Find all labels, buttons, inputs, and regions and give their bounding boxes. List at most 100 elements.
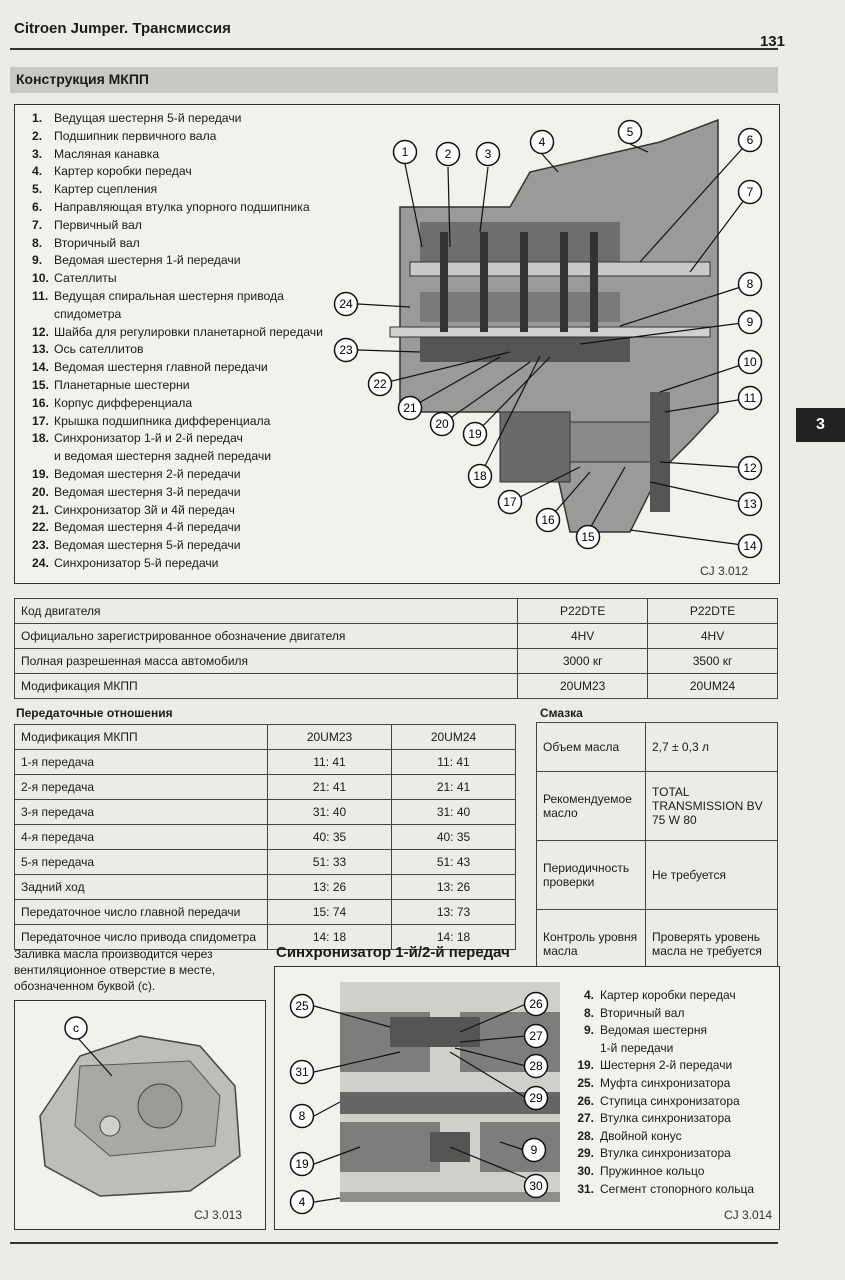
callout-number: 8 — [299, 1109, 306, 1123]
part-label: Ведомая шестерня 3-й передачи — [54, 484, 241, 499]
part-label: Масляная канавка — [54, 146, 160, 161]
sync-part-item: 9.Ведомая шестерня — [572, 1022, 754, 1040]
callout-circle — [429, 411, 455, 437]
callout-circle — [523, 1053, 549, 1079]
sync-part-item: 1-й передачи — [572, 1040, 754, 1058]
header-rule — [10, 48, 778, 50]
part-number: 8. — [32, 235, 43, 250]
cell-value: 40: 35 — [391, 824, 516, 850]
part-label: Синхронизатор 3й и 4й передач — [54, 502, 235, 517]
callout-number: 30 — [529, 1179, 543, 1193]
part-label: Сегмент стопорного кольца — [600, 1181, 754, 1196]
part-label: Сателлиты — [54, 271, 117, 286]
part-item: 19.Ведомая шестерня 2-й передачи — [32, 466, 323, 484]
cell-value: 51: 43 — [391, 849, 516, 875]
sync-caption: CJ 3.014 — [724, 1208, 773, 1222]
cell-value: P22DTE — [647, 598, 778, 624]
callout-circle — [475, 141, 501, 167]
part-item: 18.Синхронизатор 1-й и 2-й передач — [32, 430, 323, 448]
row-label: 4-я передача — [14, 824, 268, 850]
row-label: 5-я передача — [14, 849, 268, 875]
callout-number: 22 — [373, 377, 387, 391]
callout-circle — [392, 139, 418, 165]
callout-number: 7 — [747, 185, 754, 199]
figure1-caption: CJ 3.012 — [700, 564, 749, 578]
part-item: 23.Ведомая шестерня 5-й передачи — [32, 537, 323, 555]
part-number: 9. — [32, 253, 43, 268]
callout-circle — [737, 491, 763, 517]
part-label: Ступица синхронизатора — [600, 1093, 740, 1108]
callout-number: 20 — [435, 417, 449, 431]
callout-circle — [289, 1103, 315, 1129]
part-label: Картер сцепления — [54, 182, 158, 197]
part-number: 6. — [32, 199, 43, 214]
row-label: Объем масла — [536, 722, 646, 772]
callout-circle — [737, 179, 763, 205]
sync-part-item: 27.Втулка синхронизатора — [572, 1110, 754, 1128]
callout-circle — [521, 1137, 547, 1163]
cell-value: 40: 35 — [267, 824, 392, 850]
part-label: Ведомая шестерня главной передачи — [54, 360, 268, 375]
part-label: Ведомая шестерня 1-й передачи — [54, 253, 241, 268]
part-number: 15. — [32, 377, 49, 392]
part-number: 12. — [32, 324, 49, 339]
callout-number: 24 — [339, 297, 353, 311]
part-label: Ведущая спиральная шестерня привода — [54, 288, 284, 303]
callout-number: 15 — [581, 530, 595, 544]
part-number: 24. — [32, 555, 49, 570]
callout-number: 29 — [529, 1091, 543, 1105]
callout-number: 6 — [747, 133, 754, 147]
part-item: 7.Первичный вал — [32, 217, 323, 235]
part-item: 20. Ведомая шестерня 3-й передачи — [32, 484, 323, 502]
part-label: Планетарные шестерни — [54, 377, 190, 392]
part-number: 10. — [32, 271, 49, 286]
callout-circle — [737, 385, 763, 411]
part-number: 25. — [577, 1075, 594, 1090]
part-number: 29. — [577, 1146, 594, 1161]
part-number: 8. — [583, 1005, 594, 1020]
table-row: Официально зарегистрированное обозначени… — [13, 623, 778, 649]
part-number: 28. — [577, 1128, 594, 1143]
part-item: 16.Корпус дифференциала — [32, 395, 323, 413]
row-label: Передаточное число привода спидометра — [14, 924, 268, 950]
callout-circle — [333, 337, 359, 363]
callout-number: 26 — [529, 997, 543, 1011]
part-item: спидометра — [32, 306, 323, 324]
callout-number: 10 — [743, 355, 757, 369]
callout-circle — [535, 507, 561, 533]
cell-value: 3500 кг — [647, 648, 778, 674]
sync-part-item: 31.Сегмент стопорного кольца — [572, 1181, 754, 1199]
footer-rule — [10, 1242, 778, 1244]
part-number: 17. — [32, 413, 49, 428]
part-number: 20. — [32, 484, 49, 499]
callout-number: 19 — [468, 427, 482, 441]
part-item: 21.Синхронизатор 3й и 4й передач — [32, 502, 323, 520]
part-number: 22. — [32, 520, 49, 535]
row-label: 3-я передача — [14, 799, 268, 825]
sync-part-item: 19.Шестерня 2-й передачи — [572, 1057, 754, 1075]
cell-value: 2,7 ± 0,3 л — [645, 722, 778, 772]
part-number: 4. — [583, 988, 594, 1002]
cell-value: 13: 26 — [391, 874, 516, 900]
sync-title: Синхронизатор 1-й/2-й передач — [276, 944, 510, 961]
fill-note: Заливка масла производится через вентиля… — [14, 947, 216, 993]
cell-value: 11: 41 — [267, 749, 392, 775]
cell-value: 51: 33 — [267, 849, 392, 875]
callout-number: 4 — [299, 1195, 306, 1209]
callout-circle — [523, 1023, 549, 1049]
callout-number: 13 — [743, 497, 757, 511]
part-item: и ведомая шестерня задней передачи — [32, 448, 323, 466]
cell-value: 21: 41 — [267, 774, 392, 800]
part-number: 7. — [32, 217, 43, 232]
part-item: 13.Ось сателлитов — [32, 341, 323, 359]
sync-part-item: 30.Пружинное кольцо — [572, 1163, 754, 1181]
sync-part-item: 4.Картер коробки передач — [572, 987, 754, 1005]
row-label: Модификация МКПП — [13, 673, 519, 699]
cell-value: 20UM24 — [647, 673, 778, 699]
